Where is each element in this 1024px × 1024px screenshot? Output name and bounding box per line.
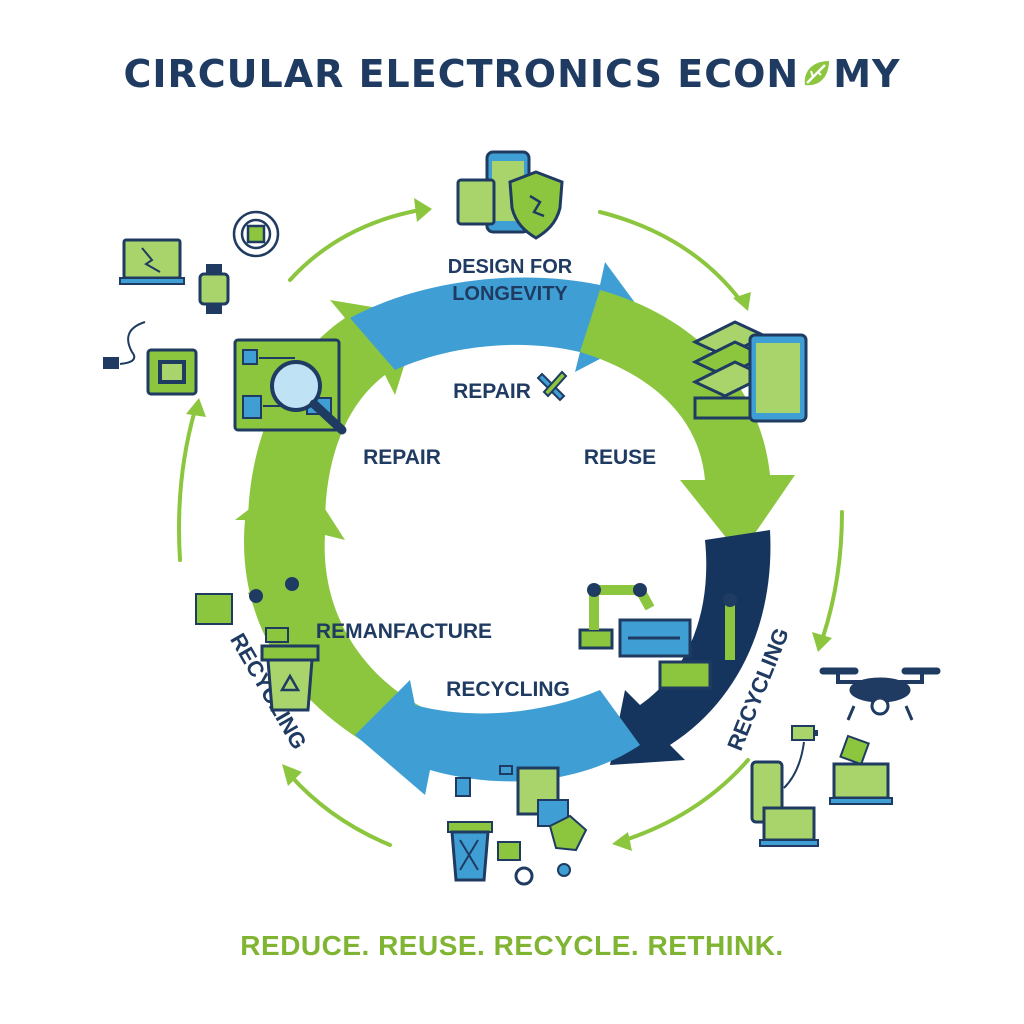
smartwatch-icon bbox=[198, 264, 230, 314]
outer-cycle-arrows bbox=[177, 208, 844, 847]
cable-icon bbox=[232, 210, 280, 258]
robot-arm-icon bbox=[195, 577, 308, 643]
wrench-icon bbox=[536, 370, 568, 402]
laptop-small-icon bbox=[759, 806, 819, 847]
robot-arm-assembly-icon bbox=[578, 583, 737, 690]
label-recycling-center: RECYCLING bbox=[446, 678, 570, 701]
tablet-icon bbox=[748, 333, 808, 423]
ring-segment-design bbox=[350, 262, 655, 372]
outer-arrowheads bbox=[186, 198, 832, 851]
charger-cable-icon bbox=[783, 741, 805, 789]
outer-arrow-top-left bbox=[288, 208, 422, 282]
ring-segment-recycling bbox=[355, 680, 640, 795]
outer-arrow-left bbox=[177, 408, 197, 562]
battery-icon bbox=[791, 725, 818, 741]
outer-arrow-top-right bbox=[598, 210, 742, 302]
title-text-end: MY bbox=[833, 52, 901, 96]
cable-plug-icon bbox=[103, 321, 146, 369]
chip-small-icon bbox=[839, 734, 870, 766]
magnifier-icon bbox=[270, 360, 347, 435]
page-title: CIRCULAR ELECTRONICS ECON MY bbox=[0, 52, 1024, 96]
ring-segment-repair bbox=[235, 470, 450, 768]
label-repair-top: REPAIR bbox=[453, 380, 531, 403]
outer-arrow-right bbox=[820, 510, 844, 642]
broken-laptop-icon bbox=[119, 238, 185, 285]
drone-icon bbox=[819, 667, 941, 721]
leaf-icon bbox=[799, 56, 833, 90]
title-text-start: CIRCULAR ELECTRONICS ECON bbox=[123, 52, 800, 96]
outer-arrow-bottom-left bbox=[288, 773, 392, 847]
chip-icon bbox=[146, 348, 198, 396]
label-design-line2: LONGEVITY bbox=[452, 283, 568, 305]
label-repair-left: REPAIR bbox=[363, 446, 441, 469]
outer-arrow-bottom-right bbox=[623, 758, 750, 842]
label-reuse: REUSE bbox=[584, 446, 656, 469]
label-design: DESIGN FOR bbox=[448, 256, 573, 278]
label-remanufacture: REMANFACTURE bbox=[316, 620, 492, 643]
shield-icon bbox=[508, 170, 564, 240]
laptop-icon bbox=[829, 762, 893, 805]
e-waste-pile-icon bbox=[455, 765, 588, 886]
ring-segment-reuse bbox=[580, 290, 795, 555]
recycle-bin-icon bbox=[260, 644, 320, 712]
waste-bin-icon bbox=[447, 821, 493, 882]
footer-slogan: REDUCE. REUSE. RECYCLE. RETHINK. bbox=[240, 930, 784, 961]
tablet-small-icon bbox=[456, 178, 496, 226]
